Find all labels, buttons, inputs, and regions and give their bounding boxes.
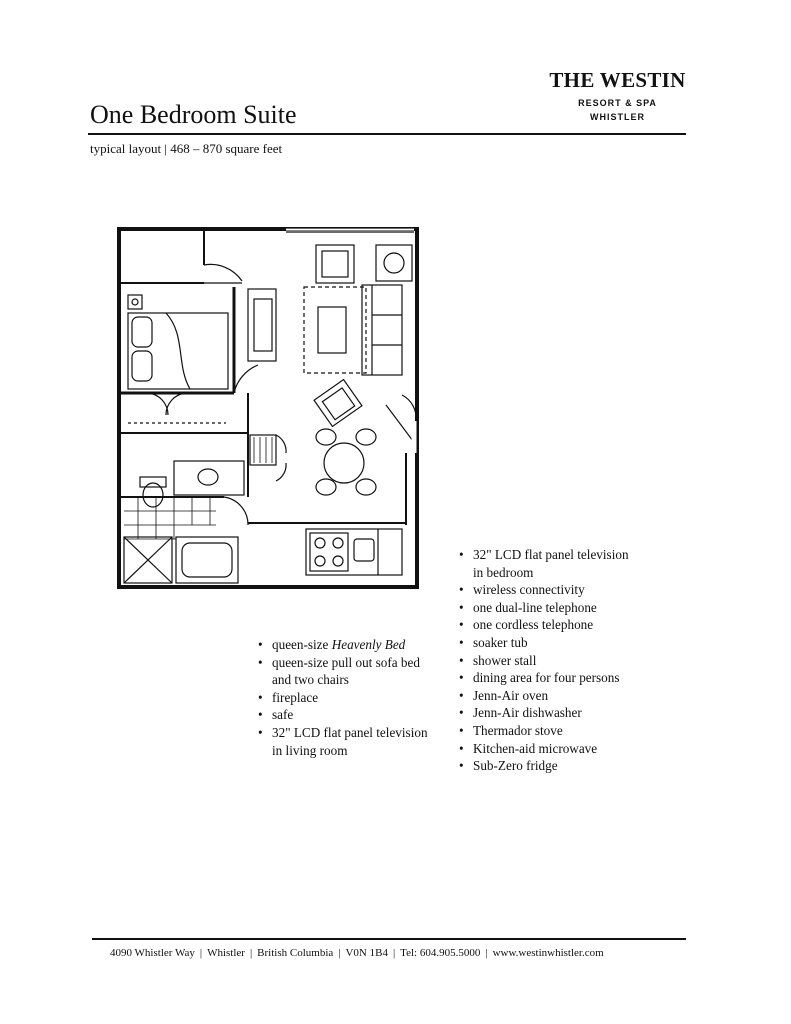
list-item: in living room bbox=[272, 742, 348, 758]
page-subtitle: typical layout | 468 – 870 square feet bbox=[90, 141, 283, 156]
list-item: queen-size pull out sofa bed bbox=[258, 654, 428, 672]
header-divider bbox=[88, 133, 686, 135]
list-item: dining area for four persons bbox=[459, 669, 629, 687]
list-item: one cordless telephone bbox=[459, 616, 629, 634]
list-item: and two chairs bbox=[272, 672, 349, 688]
list-item: shower stall bbox=[459, 652, 629, 670]
list-item: Jenn-Air oven bbox=[459, 687, 629, 705]
footer-website-link[interactable]: www.westinwhistler.com bbox=[492, 947, 604, 959]
list-item: Sub-Zero fridge bbox=[459, 757, 629, 775]
floor-plan-drawing bbox=[117, 227, 419, 589]
list-item: soaker tub bbox=[459, 634, 629, 652]
list-item: queen-size Heavenly Bed bbox=[258, 636, 428, 654]
footer-divider bbox=[92, 938, 686, 940]
footer-city: Whistler bbox=[207, 947, 245, 959]
list-item: wireless connectivity bbox=[459, 581, 629, 599]
amenities-list-living: queen-size Heavenly Bed queen-size pull … bbox=[258, 636, 428, 759]
list-item: Jenn-Air dishwasher bbox=[459, 704, 629, 722]
list-item: in bedroom bbox=[473, 564, 534, 580]
list-item: Thermador stove bbox=[459, 722, 629, 740]
footer-contact: 4090 Whistler Way|Whistler|British Colum… bbox=[110, 947, 604, 959]
page-title: One Bedroom Suite bbox=[90, 100, 297, 129]
footer-postal-code: V0N 1B4 bbox=[345, 947, 388, 959]
footer-phone: Tel: 604.905.5000 bbox=[400, 947, 481, 959]
list-item: safe bbox=[258, 706, 428, 724]
list-item: fireplace bbox=[258, 689, 428, 707]
footer-address: 4090 Whistler Way bbox=[110, 947, 195, 959]
list-item: 32" LCD flat panel television bbox=[258, 724, 428, 742]
amenities-list-suite: 32" LCD flat panel television in bedroom… bbox=[459, 546, 629, 775]
footer-province: British Columbia bbox=[257, 947, 334, 959]
list-item: Kitchen-aid microwave bbox=[459, 740, 629, 758]
brand-logo-location: WHISTLER bbox=[590, 112, 645, 122]
list-item: 32" LCD flat panel television bbox=[459, 546, 629, 564]
brand-logo-subline: RESORT & SPA bbox=[578, 98, 657, 108]
brand-logo-name: THE WESTIN bbox=[549, 68, 686, 92]
list-item: one dual-line telephone bbox=[459, 599, 629, 617]
